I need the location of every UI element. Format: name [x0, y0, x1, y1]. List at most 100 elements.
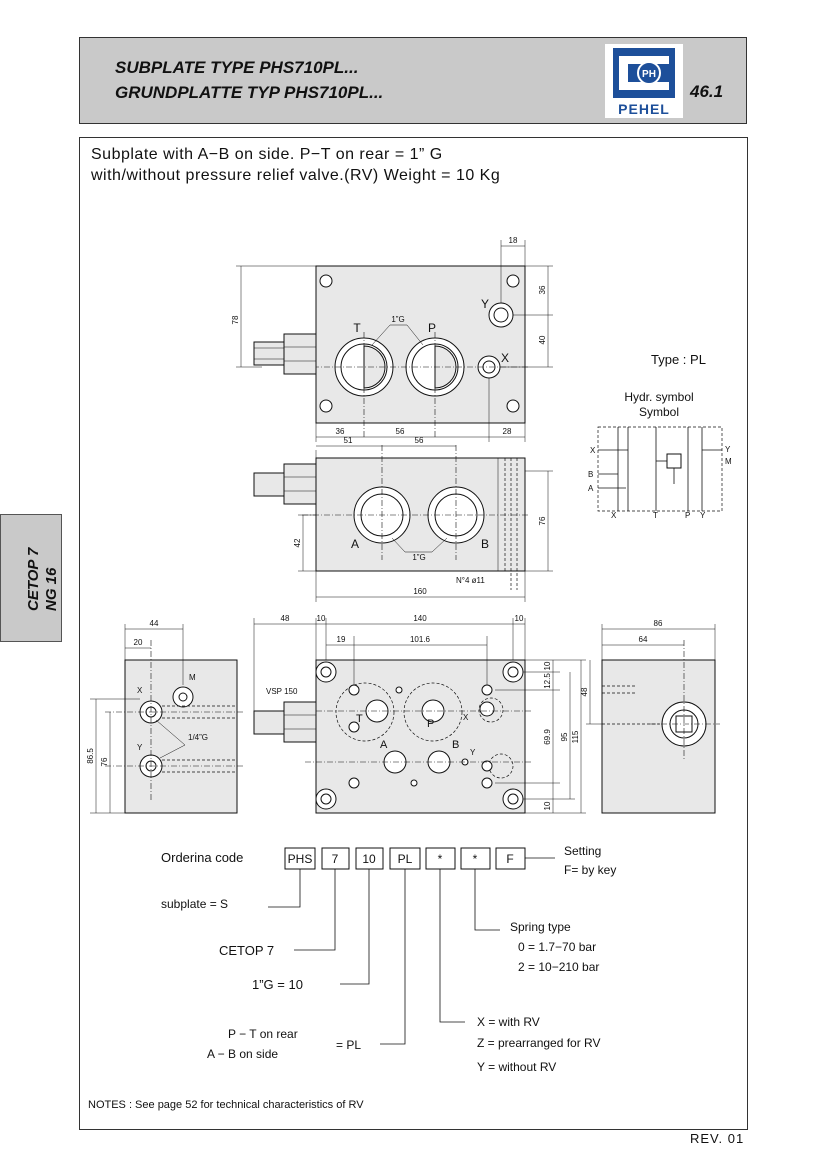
type-label: Type : PL: [651, 352, 706, 367]
logo-bar-top: [619, 56, 669, 64]
dim-10b: 10: [515, 614, 524, 623]
bot-port-p: [421, 699, 445, 723]
bot-small3: [348, 721, 360, 733]
pl-value: = PL: [336, 1038, 361, 1052]
description-line2: with/without pressure relief valve.(RV) …: [91, 167, 501, 184]
bot-label-x: X: [463, 713, 469, 722]
dim-56-front: 56: [415, 436, 424, 445]
bot-small4: [481, 684, 493, 696]
bot-small7: [481, 760, 493, 772]
ab-side-label: A − B on side: [207, 1047, 278, 1061]
leader-spring: [474, 869, 500, 931]
spring-2: 2 = 10−210 bar: [518, 960, 599, 974]
hydraulic-symbol: Type : PL Hydr. symbol Symbol X B A X T …: [588, 352, 732, 520]
dim-115: 115: [571, 730, 580, 743]
bot-hidden-p: [403, 682, 463, 742]
sym-label-b: B: [588, 470, 593, 479]
dim-76-front: 76: [538, 516, 547, 525]
dim-10c: 10: [543, 661, 552, 670]
sym-label-x: X: [590, 446, 596, 455]
top-view: 78 18 36 40 36 56 28 T P 1”G Y X: [231, 236, 553, 442]
sym-valve: [666, 453, 682, 469]
bot-mount-br-in: [507, 793, 519, 805]
leader-subplate: [268, 869, 301, 908]
port-label: 1”G = 10: [252, 977, 303, 992]
notes: NOTES : See page 52 for technical charac…: [88, 1099, 364, 1111]
bot-label-p: P: [427, 718, 434, 730]
dim-140: 140: [413, 614, 427, 623]
dim-78: 78: [231, 315, 240, 324]
mount-hole-br: [506, 399, 520, 413]
sym-label-x2: X: [611, 511, 617, 520]
leader-port: [340, 869, 370, 985]
label-x-top: X: [501, 351, 509, 365]
sym-label-a: A: [588, 484, 594, 493]
dim-44: 44: [150, 619, 159, 628]
pehel-logo: PH PEHEL: [605, 44, 683, 118]
code-box-star1: [425, 847, 456, 870]
dim-64: 64: [639, 635, 648, 644]
port-size-top: 1”G: [391, 315, 404, 324]
fitting-nut-top: [253, 341, 285, 366]
dim-76-left: 76: [100, 757, 109, 766]
fitting-nut-bottom: [253, 710, 285, 735]
code-pl: PL: [398, 852, 413, 866]
dim-28: 28: [503, 427, 512, 436]
bot-label-a: A: [380, 739, 388, 751]
code-box-f: [495, 847, 526, 870]
code-phs: PHS: [288, 852, 313, 866]
bot-small1: [348, 684, 360, 696]
code-box-10: [355, 847, 384, 870]
dim-10a: 10: [317, 614, 326, 623]
fitting-hex-front: [283, 463, 317, 505]
dim-18: 18: [509, 236, 518, 245]
spring-0: 0 = 1.7−70 bar: [518, 940, 596, 954]
dim-40: 40: [538, 335, 547, 344]
holes-note: N°4 ø11: [456, 576, 485, 585]
port-size-front-leader: [391, 537, 448, 553]
pt-rear-label: P − T on rear: [228, 1027, 298, 1041]
label-y-top: Y: [481, 297, 489, 311]
left-port-size: 1/4”G: [188, 733, 208, 742]
header-bar: SUBPLATE TYPE PHS710PL... GRUNDPLATTE TY…: [79, 37, 747, 124]
symbol-outline: [597, 426, 723, 512]
setting-label: Setting: [564, 844, 601, 858]
code-star2: *: [473, 852, 478, 866]
dim-56-top: 56: [396, 427, 405, 436]
bot-small10: [481, 777, 493, 789]
logo-mark: PH: [642, 69, 656, 80]
dim-20: 20: [134, 638, 143, 647]
bot-mount-bl-in: [320, 793, 332, 805]
logo-bar-left: [619, 64, 628, 82]
fitting-nut-front: [253, 472, 285, 497]
leader-cetop: [294, 869, 336, 951]
title-english: SUBPLATE TYPE PHS710PL...: [115, 58, 359, 77]
bot-mount-tr-in: [507, 666, 519, 678]
mount-hole-tr: [506, 274, 520, 288]
rv-y: Y = without RV: [477, 1060, 556, 1074]
logo-text: PEHEL: [618, 101, 670, 117]
ordering-title: Orderina code: [161, 850, 243, 865]
leader-rv: [439, 869, 465, 1023]
side-tab: CETOP 7 NG 16: [0, 514, 62, 642]
left-view: 44 20 86.5 76 X M Y 1/4”G: [86, 619, 245, 814]
dim-48-right: 48: [580, 687, 589, 696]
bot-hidden-t: [335, 682, 395, 742]
code-box-7: [321, 847, 350, 870]
bot-small9: [410, 779, 418, 787]
port-size-top-leader: [371, 324, 424, 346]
front-view: 51 56 76 42 160 N°4 ø11 A B 1”G: [253, 436, 553, 602]
leader-pl: [380, 869, 406, 1045]
dim-86: 86: [654, 619, 663, 628]
description-line1: Subplate with A−B on side. P−T on rear =…: [91, 146, 443, 163]
hydr-symbol-label2: Symbol: [639, 405, 679, 419]
bot-hidden-x: [478, 697, 504, 723]
right-view: 86 64 48: [580, 619, 720, 814]
bot-small2: [395, 686, 403, 694]
code-box-star2: [460, 847, 491, 870]
dim-48-bottom: 48: [281, 614, 290, 623]
mount-hole-bl: [319, 399, 333, 413]
bottom-view: VSP 150 48 10 140 10 19 101.6 10 12.5 69…: [253, 614, 586, 814]
ordering-code: Orderina code PHS 7 10 PL * * F Setting …: [88, 844, 616, 1111]
sym-label-p: P: [685, 511, 690, 520]
